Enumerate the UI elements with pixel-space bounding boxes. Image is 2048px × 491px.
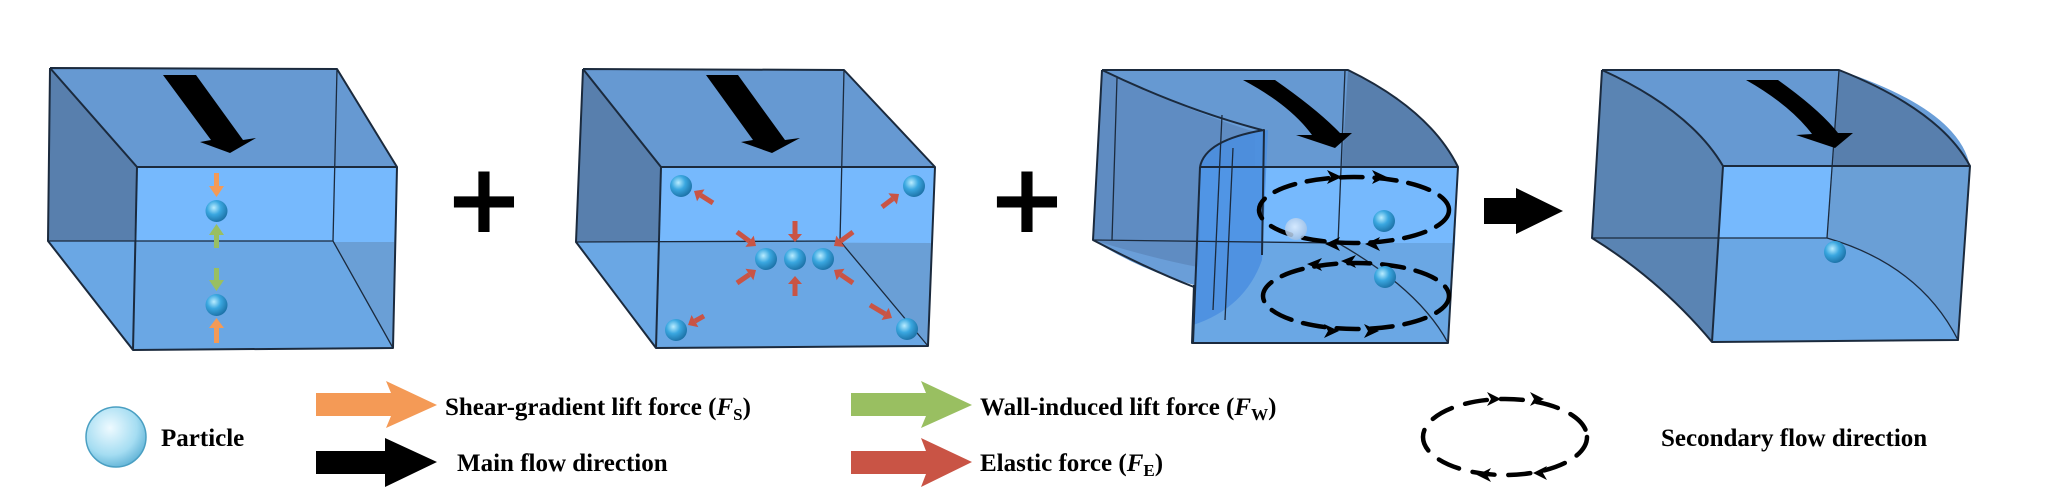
panel-combined-result <box>1591 69 1971 343</box>
main-flow-arrow <box>1243 80 1352 148</box>
channel-front-face <box>134 167 397 242</box>
wall-force-arrow-icon <box>851 381 972 428</box>
wall-force-arrow <box>209 268 224 291</box>
legend-item-main-flow: Main flow direction <box>316 438 668 487</box>
particle <box>205 294 228 316</box>
legend-label-elastic: Elastic force (FE) <box>980 450 1163 480</box>
secondary-flow-icon <box>1420 396 1590 478</box>
particle <box>1824 241 1846 263</box>
particle <box>784 248 806 270</box>
elastic-force-arrow <box>735 229 756 247</box>
particle <box>812 248 834 270</box>
panel-curved-secondary-flow <box>1092 69 1459 344</box>
legend-item-secondary-flow: Secondary flow direction <box>1420 392 1927 482</box>
elastic-force-arrow-icon <box>851 438 972 487</box>
elastic-force-arrow <box>788 276 802 296</box>
main-flow-arrow <box>163 75 256 153</box>
particle-icon <box>85 406 147 468</box>
particle <box>670 175 692 197</box>
elastic-force-arrow <box>788 221 802 242</box>
channel-front-face <box>1718 166 1833 238</box>
plus-operator: + <box>444 143 524 255</box>
channel-bottom-face <box>1712 238 1958 342</box>
shear-force-arrow-icon <box>316 381 437 428</box>
result-arrow <box>1484 188 1563 234</box>
legend-label-shear: Shear-gradient lift force (FS) <box>445 394 751 424</box>
particle <box>1373 210 1395 232</box>
legend-label-wall: Wall-induced lift force (FW) <box>980 394 1276 424</box>
channel-bottom-face <box>576 241 928 348</box>
particle-ghost <box>1285 218 1307 240</box>
main-flow-arrow-icon <box>316 438 437 487</box>
particle <box>896 318 918 340</box>
channel-front-face <box>658 167 935 243</box>
plus-operator: + <box>987 143 1067 255</box>
elastic-force-arrow <box>735 268 756 286</box>
elastic-force-arrow <box>834 229 855 247</box>
wall-force-arrow <box>209 224 224 248</box>
secondary-flow-arrowheads <box>1307 170 1387 338</box>
panel-straight-elastic <box>575 68 936 349</box>
particle <box>1374 266 1396 288</box>
elastic-force-arrow <box>834 268 855 286</box>
elastic-force-arrow <box>688 313 706 328</box>
particle <box>205 200 228 222</box>
legend-label-secondary-flow: Secondary flow direction <box>1661 425 1927 452</box>
secondary-flow-vortex-lower <box>1260 260 1452 332</box>
legend: Particle Shear-gradient lift force (FS) … <box>85 381 1927 487</box>
secondary-flow-vortex-upper <box>1256 174 1452 246</box>
curved-inner-wall <box>1193 130 1268 325</box>
main-flow-arrow <box>1746 80 1853 148</box>
elastic-force-arrow <box>868 302 892 320</box>
shear-force-arrow <box>209 173 224 197</box>
main-flow-arrow <box>706 75 800 153</box>
panel-straight-inertial <box>47 67 398 351</box>
shear-force-arrow <box>209 318 224 343</box>
legend-item-elastic: Elastic force (FE) <box>851 438 1163 487</box>
legend-label-main-flow: Main flow direction <box>457 450 668 477</box>
channel-left-wall <box>1592 70 1723 342</box>
legend-item-shear: Shear-gradient lift force (FS) <box>316 381 751 428</box>
particle <box>665 319 687 341</box>
legend-label-particle: Particle <box>161 425 244 452</box>
particle <box>755 248 777 270</box>
elastic-force-arrow <box>880 193 899 209</box>
legend-item-particle: Particle <box>85 406 244 468</box>
elastic-force-arrow <box>694 189 715 206</box>
particle <box>903 175 925 197</box>
legend-item-wall: Wall-induced lift force (FW) <box>851 381 1276 428</box>
